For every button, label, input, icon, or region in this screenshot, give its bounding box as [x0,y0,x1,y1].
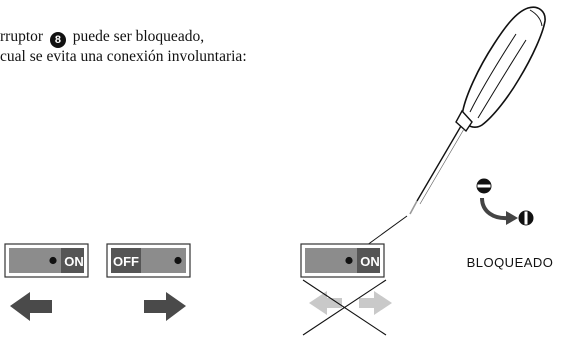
screwdriver-handle [461,6,546,128]
switch-locked-label-bg [357,248,380,273]
screwdriver-grip-line [477,39,527,119]
arrow-left-icon [10,292,52,321]
screwdriver-grip-line [469,33,517,113]
switch-locked-on-label: ON [360,254,380,269]
switch-dot [345,256,353,265]
switch-off-label-bg [111,248,141,273]
screwdriver-shaft [416,125,462,202]
switch-number-badge: 8 [49,32,66,48]
screwdriver-ferrule [455,109,473,133]
instruction-line-2: cual se evita una conexión involuntaria: [0,48,247,65]
screwdriver-tip-gray [409,200,418,215]
screwdriver-cap [529,9,543,27]
slot-vertical-mark [524,211,528,225]
switch-dot [174,256,182,265]
instruction-text: rruptor 8 puede ser bloqueado, cual se e… [0,28,380,66]
switch-on-unlocked: ON [4,243,89,278]
curved-arrow-head-icon [506,211,518,225]
arrow-right-icon [144,292,186,321]
screwdriver-shaft-shade [419,128,465,205]
switch-off-label: OFF [113,254,139,269]
curved-arrow-icon [480,197,509,221]
light-arrow-left-icon [309,291,342,315]
switch-on-locked: ON [300,243,385,278]
blocked-movement-indicator [302,279,392,336]
light-arrow-right-icon [359,291,392,315]
switch-dot [49,256,57,265]
slot-horizontal-mark [477,184,491,188]
screwdriver-illustration [351,6,546,257]
locked-label: BLOQUEADO [467,255,554,270]
switch-on-label: ON [64,254,84,269]
switch-on-label-bg [61,248,84,273]
instruction-line-1-end: puede ser bloqueado, [72,28,205,45]
lock-rotation-symbol: BLOQUEADO [467,178,554,270]
switch-off-unlocked: OFF [106,243,191,278]
instruction-line-1-start: rruptor [0,28,44,45]
cross-icon [302,279,387,336]
instruction-line-1: rruptor 8 puede ser bloqueado, [0,28,380,48]
